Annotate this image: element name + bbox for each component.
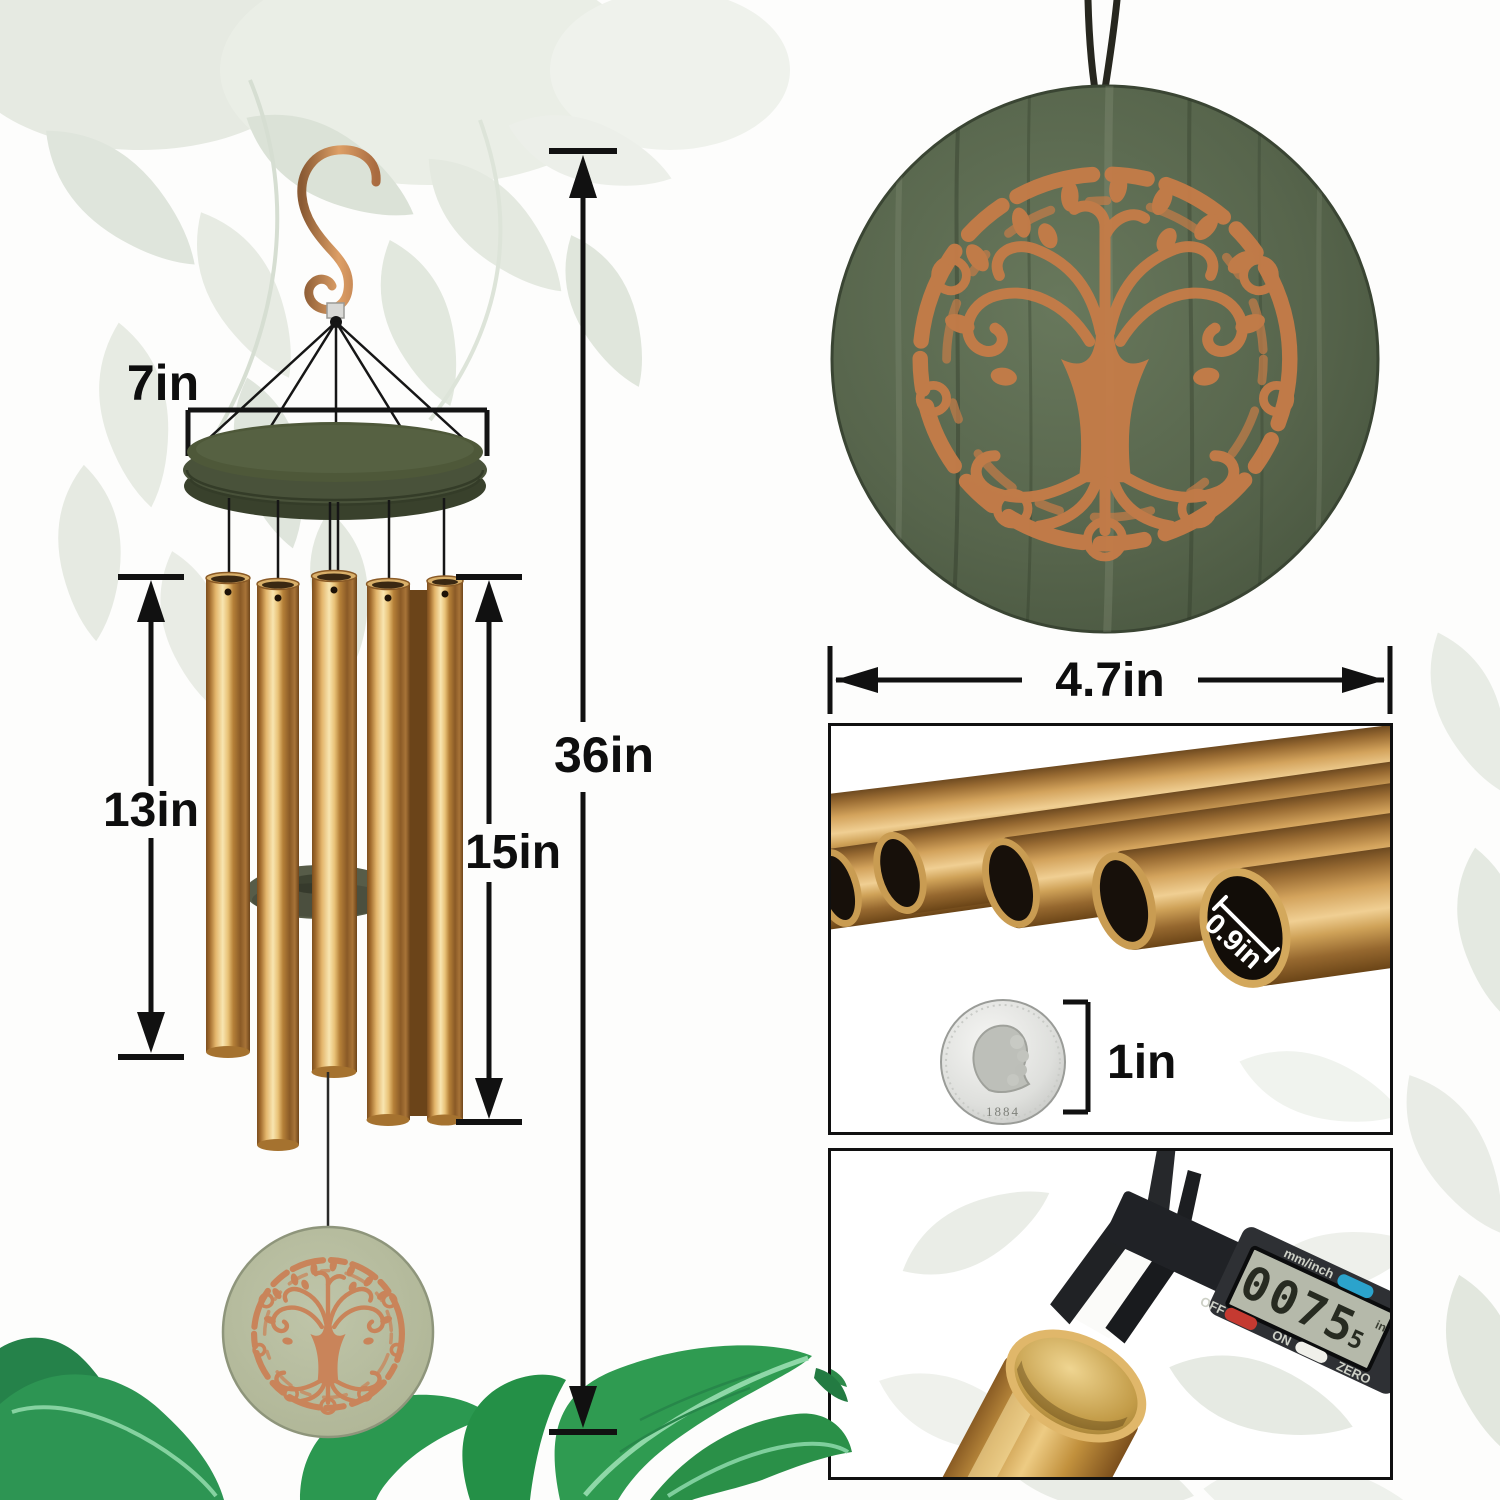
panel-width-label: 4.7in: [1055, 654, 1164, 707]
caliper-inner-jaw2: [1175, 1169, 1202, 1227]
hanger-width-dimension: 7in: [127, 355, 490, 456]
tube-strings: [227, 498, 446, 584]
short-tube-label: 13in: [103, 784, 199, 837]
caliper-closeup-panel: 0075 5 in mm/inch OFF ON ZERO: [828, 1148, 1393, 1480]
chime-tubes-diagonal: [831, 726, 1390, 988]
chime-tubes: [205, 569, 464, 1151]
leaf-tip: [831, 1369, 847, 1387]
faint-leaf: [1230, 1032, 1390, 1132]
wind-sail-disc: [221, 1225, 435, 1439]
s-hook: [297, 145, 381, 314]
tubes-closeup-panel: 0.9in 1884 1in: [828, 723, 1393, 1135]
zero-button: [1295, 1341, 1328, 1363]
chime-tube: [310, 569, 358, 1078]
coin-height-label: 1in: [1107, 1036, 1176, 1089]
panel-width-dimension: 4.7in: [827, 646, 1393, 714]
digital-caliper: 0075 5 in mm/inch OFF ON ZERO: [1050, 1151, 1390, 1415]
swivel-ferrule: [326, 302, 345, 319]
top-plate: [183, 422, 487, 520]
chime-tube: [365, 577, 411, 1126]
reference-coin: 1884: [940, 999, 1066, 1125]
hanger-width-label: 7in: [127, 355, 199, 411]
caliper-display-module: 0075 5 in mm/inch OFF ON ZERO: [1198, 1227, 1390, 1394]
suspension-strings: [193, 321, 479, 453]
watercolor-leaves-top-left: [0, 0, 790, 719]
coin-year: 1884: [986, 1104, 1020, 1119]
total-length-dimension: 36in: [549, 148, 654, 1435]
long-tube-label: 15in: [465, 826, 561, 879]
tubes-closeup-graphic: 0.9in 1884 1in: [831, 726, 1390, 1132]
long-tube-dimension: 15in: [456, 574, 561, 1125]
off-button: [1224, 1307, 1258, 1330]
total-length-label: 36in: [554, 727, 654, 783]
chime-tube-hidden: [409, 590, 429, 1116]
lcd-screen: [1225, 1245, 1390, 1372]
short-tube-dimension: 13in: [103, 574, 199, 1060]
caliper-inner-jaw: [1146, 1151, 1178, 1217]
coin-height-dimension: 1in: [1063, 999, 1176, 1115]
gold-tube: [863, 1329, 1147, 1477]
on-label: ON: [1270, 1327, 1294, 1349]
chime-tube: [256, 577, 300, 1151]
wind-chime-diagram: 7in: [103, 145, 654, 1439]
mode-button: [1337, 1274, 1374, 1299]
chime-tube: [205, 571, 251, 1058]
caliper-closeup-graphic: 0075 5 in mm/inch OFF ON ZERO: [831, 1151, 1390, 1477]
sail-disc-closeup: [830, 0, 1380, 634]
chime-tube: [426, 575, 464, 1126]
